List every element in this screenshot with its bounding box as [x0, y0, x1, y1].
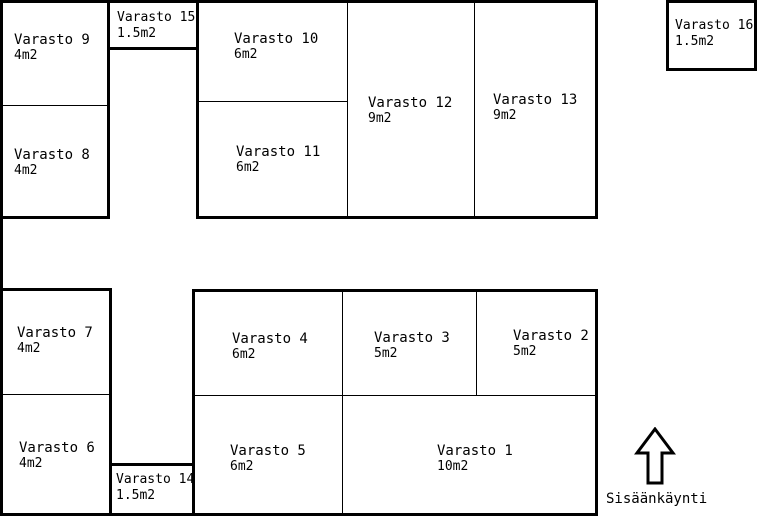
- wall: [196, 216, 598, 219]
- partition: [342, 291, 343, 514]
- room-name: Varasto 7: [17, 325, 93, 341]
- wall: [0, 0, 3, 516]
- wall: [109, 288, 112, 516]
- room-varasto-12: Varasto 12 9m2: [368, 95, 452, 127]
- room-varasto-10: Varasto 10 6m2: [234, 31, 318, 63]
- wall: [754, 0, 757, 71]
- room-area: 6m2: [236, 160, 260, 175]
- partition: [0, 105, 108, 106]
- wall: [107, 0, 110, 219]
- partition: [476, 291, 477, 396]
- room-varasto-5: Varasto 5 6m2: [230, 443, 306, 475]
- room-area: 9m2: [493, 108, 517, 123]
- room-name: Varasto 12: [368, 95, 453, 111]
- room-name: Varasto 14: [116, 472, 195, 487]
- room-name: Varasto 8: [14, 147, 90, 163]
- wall: [666, 0, 669, 71]
- room-varasto-8: Varasto 8 4m2: [14, 147, 90, 179]
- room-name: Varasto 10: [234, 31, 319, 47]
- wall: [196, 0, 199, 219]
- room-area: 9m2: [368, 111, 392, 126]
- room-area: 5m2: [513, 344, 537, 359]
- room-varasto-16: Varasto 16 1.5m2: [675, 18, 753, 50]
- up-arrow-icon: [634, 427, 676, 485]
- room-area: 6m2: [234, 47, 258, 62]
- room-varasto-4: Varasto 4 6m2: [232, 331, 308, 363]
- room-name: Varasto 16: [675, 18, 754, 33]
- wall: [0, 216, 110, 219]
- wall: [0, 288, 112, 291]
- room-varasto-13: Varasto 13 9m2: [493, 92, 577, 124]
- wall: [595, 0, 598, 219]
- room-varasto-9: Varasto 9 4m2: [14, 32, 90, 64]
- room-area: 6m2: [230, 459, 254, 474]
- wall: [109, 463, 195, 466]
- room-name: Varasto 13: [493, 92, 578, 108]
- partition: [474, 2, 475, 217]
- room-area: 1.5m2: [116, 488, 156, 503]
- room-name: Varasto 1: [437, 443, 513, 459]
- partition: [198, 101, 347, 102]
- wall: [0, 0, 200, 3]
- room-area: 5m2: [374, 346, 398, 361]
- wall: [666, 68, 757, 71]
- partition: [347, 2, 348, 217]
- room-varasto-2: Varasto 2 5m2: [513, 328, 589, 360]
- partition: [194, 395, 596, 396]
- room-varasto-11: Varasto 11 6m2: [236, 144, 320, 176]
- room-name: Varasto 3: [374, 330, 450, 346]
- room-varasto-3: Varasto 3 5m2: [374, 330, 450, 362]
- wall: [107, 47, 199, 50]
- room-area: 10m2: [437, 459, 469, 474]
- wall: [196, 0, 598, 3]
- partition: [0, 394, 110, 395]
- room-varasto-6: Varasto 6 4m2: [19, 440, 95, 472]
- room-area: 6m2: [232, 347, 256, 362]
- room-area: 1.5m2: [675, 34, 715, 49]
- room-name: Varasto 4: [232, 331, 308, 347]
- room-area: 4m2: [14, 163, 38, 178]
- room-name: Varasto 2: [513, 328, 589, 344]
- room-area: 4m2: [19, 456, 43, 471]
- room-name: Varasto 11: [236, 144, 321, 160]
- room-varasto-1: Varasto 1 10m2: [437, 443, 513, 475]
- wall: [666, 0, 757, 3]
- room-varasto-15: Varasto 15 1.5m2: [117, 10, 195, 42]
- wall: [192, 289, 195, 516]
- room-varasto-7: Varasto 7 4m2: [17, 325, 93, 357]
- room-name: Varasto 9: [14, 32, 90, 48]
- wall: [192, 289, 598, 292]
- room-area: 1.5m2: [117, 26, 157, 41]
- room-name: Varasto 6: [19, 440, 95, 456]
- room-area: 4m2: [17, 341, 41, 356]
- entrance-label: Sisäänkäynti: [606, 491, 708, 507]
- wall: [595, 289, 598, 516]
- wall: [0, 513, 598, 516]
- room-name: Varasto 5: [230, 443, 306, 459]
- room-name: Varasto 15: [117, 10, 196, 25]
- room-varasto-14: Varasto 14 1.5m2: [116, 472, 194, 504]
- room-area: 4m2: [14, 48, 38, 63]
